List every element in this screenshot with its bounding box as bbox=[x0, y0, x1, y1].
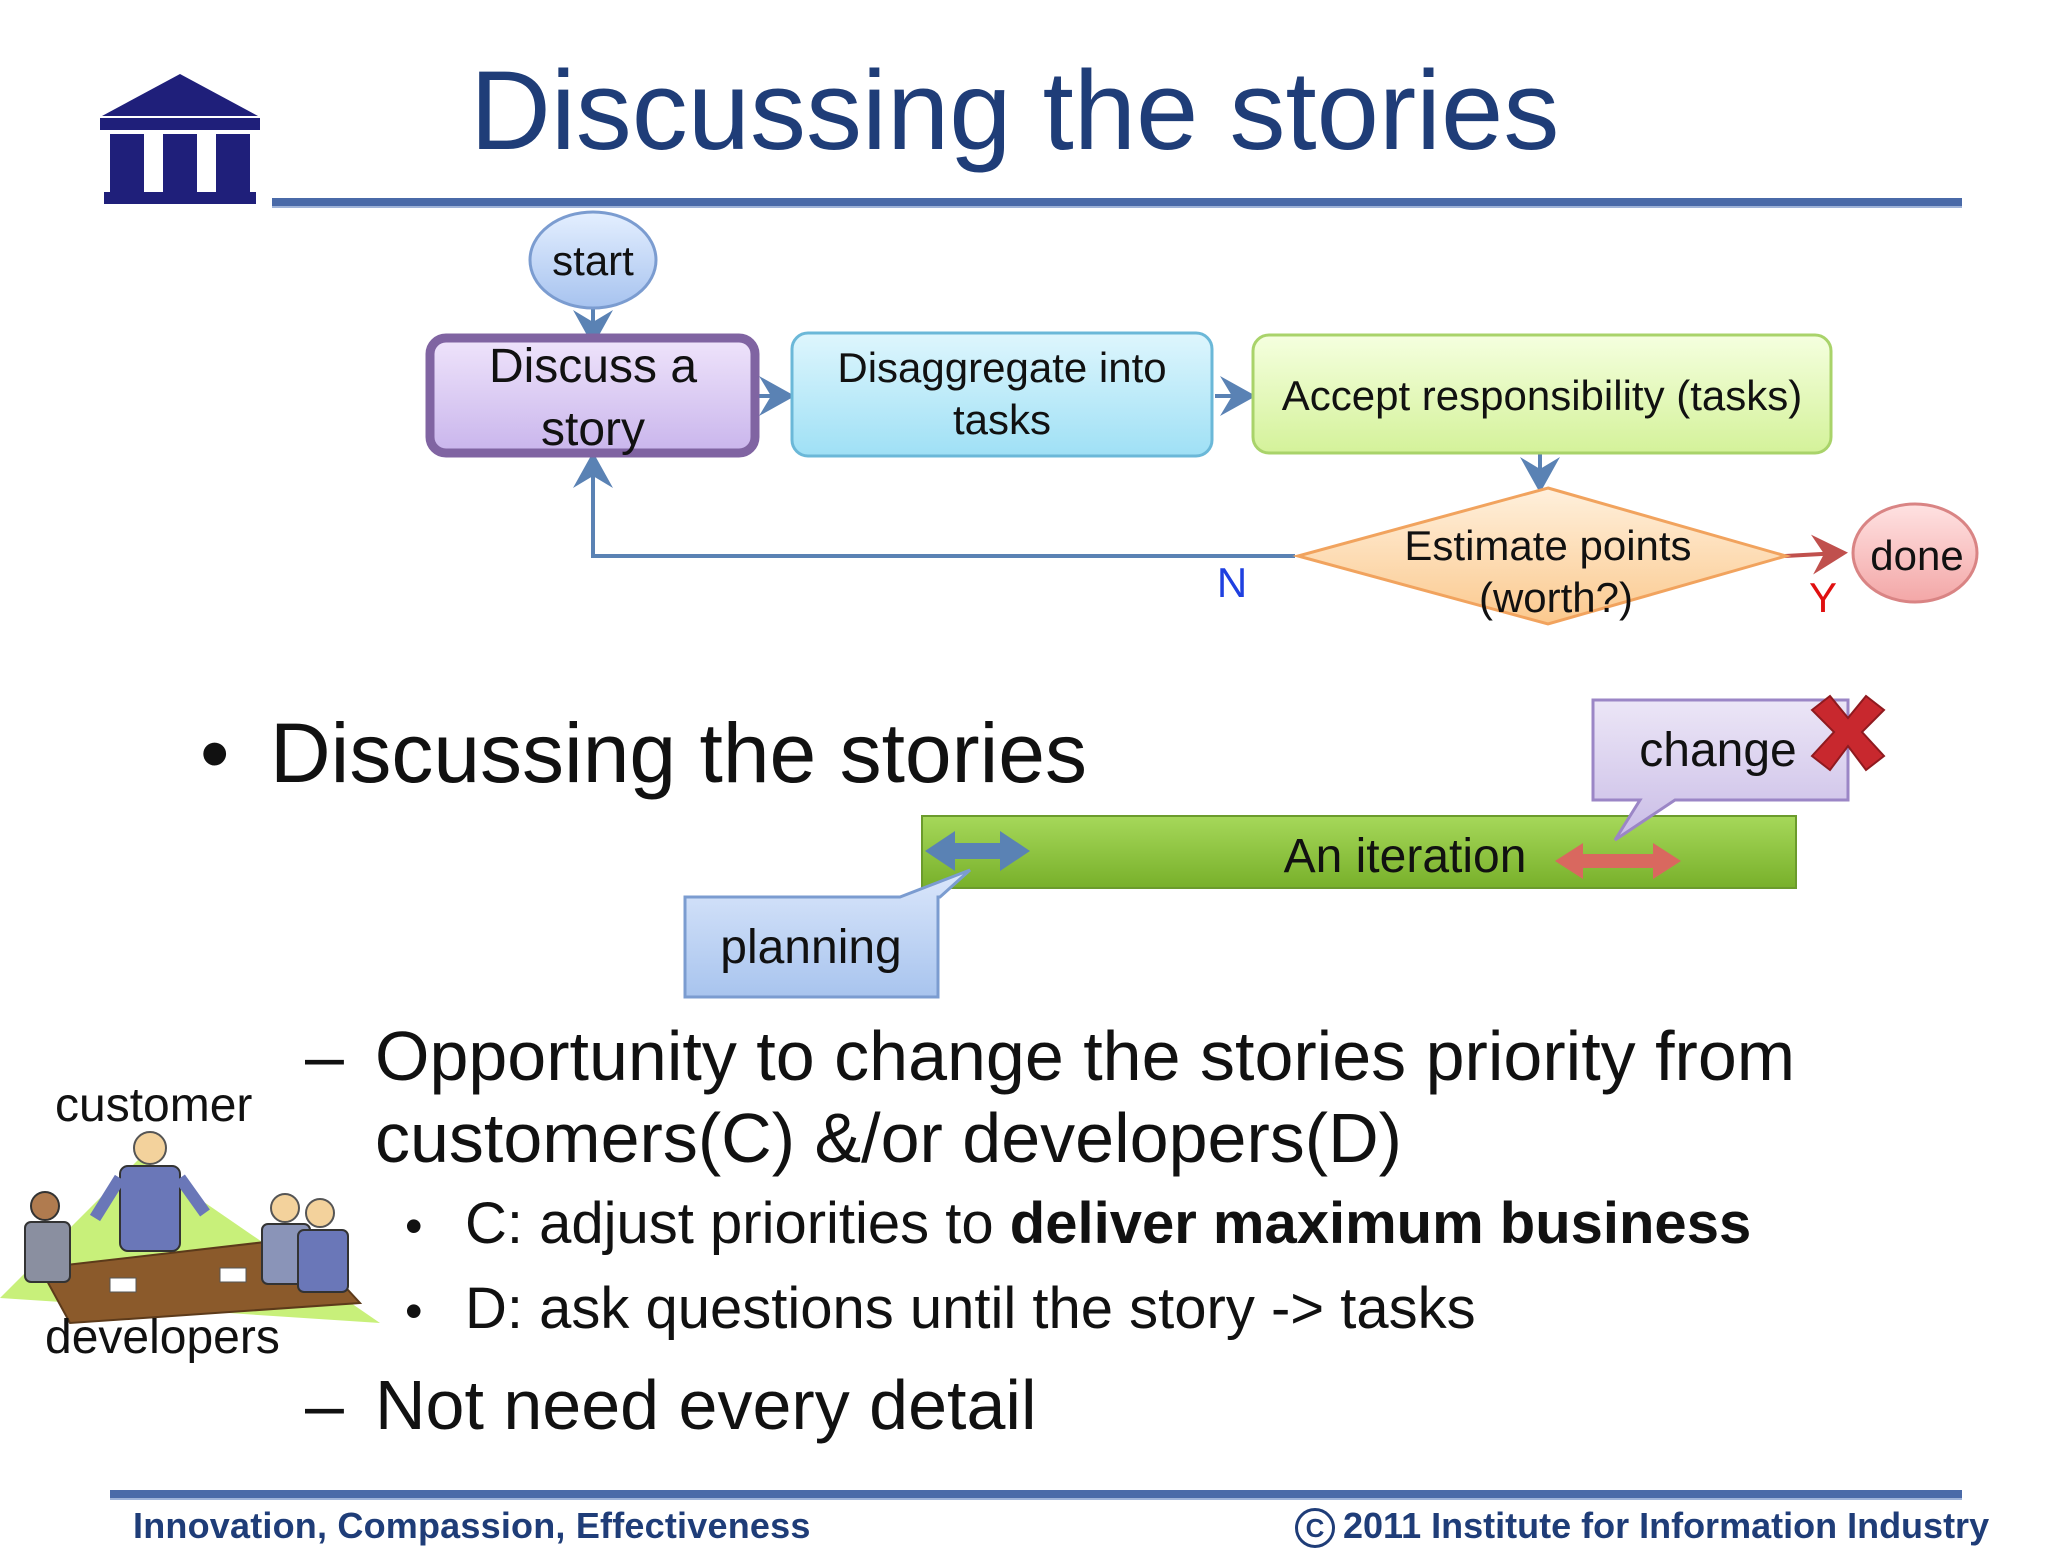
iteration-label: An iteration bbox=[1284, 830, 1527, 883]
dash-marker: – bbox=[305, 1366, 344, 1444]
no-loop-arrow bbox=[573, 452, 1295, 558]
sub-bullet-bold-text: deliver maximum business bbox=[1009, 1191, 1752, 1256]
sub-bullet-text: D: ask questions until the story -> task… bbox=[465, 1276, 1476, 1341]
accept-label: Accept responsibility (tasks) bbox=[1282, 372, 1803, 419]
estimate-label-line1: Estimate points bbox=[1404, 522, 1691, 569]
flowchart: start Discuss a story Disaggregate into … bbox=[425, 210, 1979, 626]
start-node bbox=[528, 210, 658, 310]
sub-bullet-text: C: adjust priorities to bbox=[465, 1191, 1010, 1256]
copyright-icon: C bbox=[1295, 1508, 1335, 1548]
discuss-label-line1: Discuss a bbox=[489, 340, 697, 393]
estimate-label-line2: (worth?) bbox=[1479, 574, 1633, 621]
discuss-label-line2: story bbox=[541, 403, 645, 456]
dash-item-not-every-detail: –Not need every detail bbox=[305, 1365, 1037, 1445]
disaggregate-label-line2: tasks bbox=[953, 396, 1051, 443]
sub-bullet-dot: • bbox=[405, 1198, 423, 1254]
accept-node bbox=[1251, 333, 1833, 455]
bullet-item: • Discussing the stories bbox=[200, 705, 1087, 802]
iteration-bar bbox=[921, 815, 1797, 889]
disaggregate-node bbox=[790, 331, 1214, 458]
bullet-dot: • bbox=[200, 706, 230, 800]
meeting-clipart bbox=[0, 1131, 380, 1325]
yes-arrow bbox=[1784, 534, 1848, 575]
slide-title: Discussing the stories bbox=[470, 48, 1560, 173]
footer-copyright-text: 2011 Institute for Information Industry bbox=[1343, 1505, 1990, 1546]
sub-bullet-customer: • C: adjust priorities to deliver maximum… bbox=[405, 1190, 1751, 1257]
institute-logo bbox=[100, 74, 260, 204]
footer-rule bbox=[110, 1490, 1962, 1500]
sub-bullet-developer: • D: ask questions until the story -> tas… bbox=[405, 1275, 1476, 1342]
footer-tagline: Innovation, Compassion, Effectiveness bbox=[133, 1505, 811, 1546]
disaggregate-label-line1: Disaggregate into bbox=[837, 344, 1166, 391]
iteration-diagram: An iteration planning change bbox=[683, 694, 1886, 999]
discuss-node bbox=[425, 333, 760, 458]
change-label: change bbox=[1639, 724, 1796, 777]
planning-label: planning bbox=[720, 921, 902, 974]
done-node bbox=[1851, 502, 1979, 604]
yes-label: Y bbox=[1809, 574, 1837, 621]
estimate-node bbox=[1292, 486, 1792, 626]
cancel-x-icon bbox=[1810, 694, 1886, 772]
change-span-arrow bbox=[1555, 843, 1681, 879]
sub-bullet-dot: • bbox=[405, 1283, 423, 1339]
dash-text: Opportunity to change the stories priori… bbox=[375, 1017, 1796, 1177]
dash-marker: – bbox=[305, 1017, 344, 1095]
no-label: N bbox=[1217, 559, 1247, 606]
title-rule bbox=[272, 198, 1962, 208]
developers-label: developers bbox=[45, 1311, 280, 1364]
done-label: done bbox=[1870, 532, 1963, 579]
customer-label: customer bbox=[55, 1079, 253, 1132]
planning-span-arrow bbox=[925, 831, 1030, 871]
bullet-text: Discussing the stories bbox=[270, 706, 1087, 800]
dash-text: Not need every detail bbox=[375, 1366, 1037, 1444]
start-label: start bbox=[552, 237, 634, 284]
planning-callout bbox=[683, 868, 972, 999]
